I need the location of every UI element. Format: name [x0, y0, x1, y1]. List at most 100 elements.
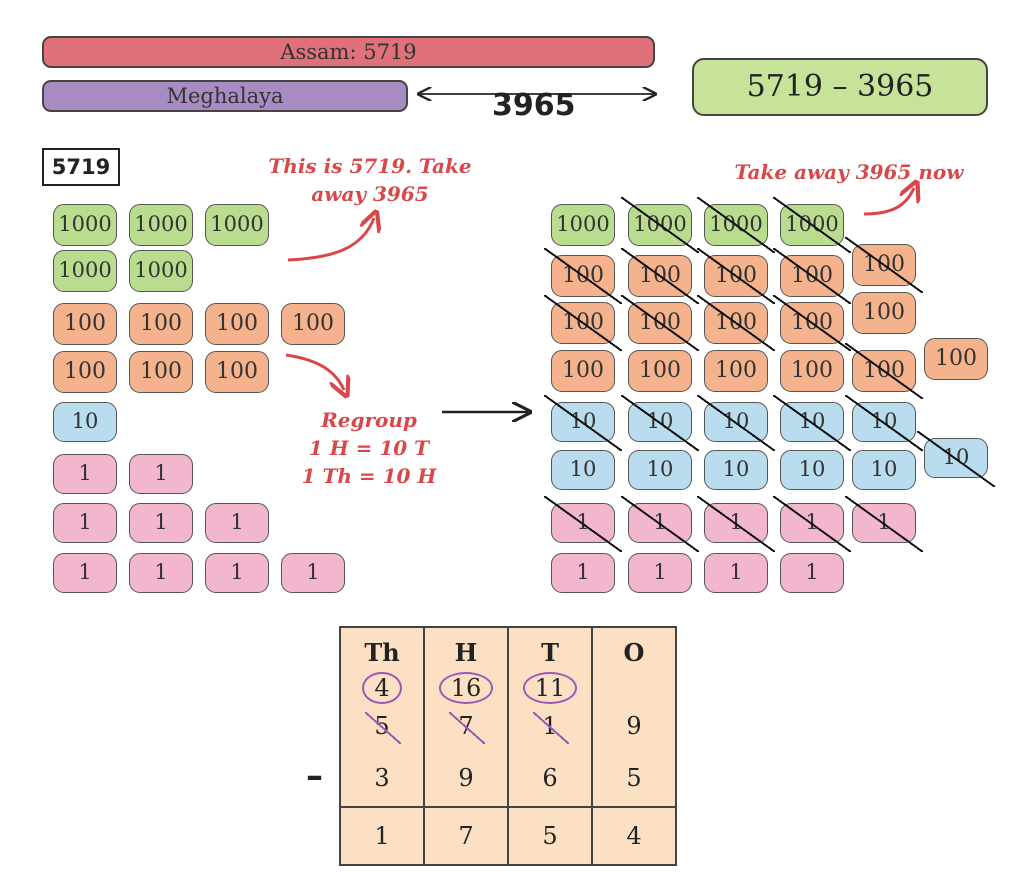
block-hundred-crossed: 100	[773, 295, 851, 351]
block-hundred: 100	[780, 350, 844, 392]
block-ten-crossed: 10	[544, 395, 622, 451]
block-thousand: 1000	[129, 204, 193, 246]
block-one-crossed: 1	[845, 496, 923, 552]
block-thousand-crossed: 1000	[773, 197, 851, 253]
table-result-row: 1 7 5 4	[339, 806, 677, 866]
block-ten-crossed: 10	[697, 395, 775, 451]
note-take-away-line-2: away 3965	[311, 182, 429, 206]
block-thousand: 1000	[129, 250, 193, 292]
minuend-digit-crossed: 5	[341, 712, 423, 744]
block-one: 1	[129, 553, 193, 593]
block-hundred-crossed: 100	[773, 248, 851, 304]
block-hundred-crossed: 100	[845, 343, 923, 399]
block-one: 1	[129, 454, 193, 494]
subtrahend-digit: 6	[542, 764, 558, 792]
circled-digit: 11	[522, 672, 578, 704]
exchanged-digit: 4	[341, 672, 423, 704]
block-hundred: 100	[205, 351, 269, 393]
exchanged-digit: 16	[425, 672, 507, 704]
block-thousand: 1000	[551, 204, 615, 246]
block-hundred: 100	[628, 350, 692, 392]
block-one: 1	[628, 553, 692, 593]
table-body-row: Th 4 5 3 H 16 7 9 T 11 1 6 O 9 5	[339, 626, 677, 808]
result-digit: 4	[591, 806, 677, 866]
block-one-crossed: 1	[697, 496, 775, 552]
block-one-crossed: 1	[621, 496, 699, 552]
block-hundred: 100	[129, 303, 193, 345]
block-ten: 10	[53, 402, 117, 442]
column-header: H	[454, 638, 478, 667]
column-hundreds: H 16 7 9	[423, 626, 509, 808]
block-hundred: 100	[205, 303, 269, 345]
block-hundred-crossed: 100	[697, 295, 775, 351]
block-one: 1	[205, 553, 269, 593]
minuend-digit-crossed: 1	[509, 712, 591, 744]
block-one-crossed: 1	[773, 496, 851, 552]
note-regroup-line-2: 1 H = 10 T	[308, 436, 430, 460]
subtrahend-digit: 9	[458, 764, 474, 792]
block-one: 1	[780, 553, 844, 593]
assam-bar: Assam: 5719	[42, 36, 655, 68]
block-ten: 10	[628, 450, 692, 490]
subtrahend-digit: 5	[626, 764, 642, 792]
block-hundred-crossed: 100	[544, 295, 622, 351]
note-take-away-now: Take away 3965 now	[734, 160, 964, 184]
block-thousand: 1000	[53, 250, 117, 292]
block-one: 1	[205, 503, 269, 543]
minuend-digit-crossed: 7	[425, 712, 507, 744]
subtrahend-digit: 3	[374, 764, 390, 792]
block-thousand: 1000	[53, 204, 117, 246]
note-regroup-line-1: Regroup	[321, 408, 417, 432]
block-hundred: 100	[551, 350, 615, 392]
note-take-away-line-1: This is 5719. Take	[268, 154, 472, 178]
circled-digit: 4	[362, 672, 402, 704]
block-one: 1	[551, 553, 615, 593]
block-one: 1	[53, 503, 117, 543]
minus-sign: –	[306, 756, 323, 796]
column-thousands: Th 4 5 3	[339, 626, 425, 808]
circled-digit: 16	[438, 672, 494, 704]
block-hundred: 100	[852, 292, 916, 334]
block-one: 1	[704, 553, 768, 593]
note-regroup-line-3: 1 Th = 10 H	[301, 464, 437, 488]
block-ten: 10	[780, 450, 844, 490]
block-hundred-crossed: 100	[621, 248, 699, 304]
block-ten-crossed: 10	[917, 431, 995, 487]
meghalaya-bar: Meghalaya	[42, 80, 408, 112]
difference-label: 3965	[492, 88, 576, 123]
result-digit: 1	[339, 806, 425, 866]
exchanged-digit: 11	[509, 672, 591, 704]
block-ten-crossed: 10	[845, 395, 923, 451]
block-hundred: 100	[53, 303, 117, 345]
block-hundred: 100	[704, 350, 768, 392]
place-value-table: Th 4 5 3 H 16 7 9 T 11 1 6 O 9 5 1 7 5 4	[339, 626, 677, 866]
column-header: O	[623, 638, 645, 667]
block-one: 1	[53, 454, 117, 494]
block-thousand-crossed: 1000	[621, 197, 699, 253]
column-ones: O 9 5	[591, 626, 677, 808]
curved-arrow-icon	[285, 353, 344, 390]
block-ten: 10	[704, 450, 768, 490]
note-take-away: This is 5719. Take away 3965	[240, 152, 500, 208]
block-thousand: 1000	[205, 204, 269, 246]
block-ten: 10	[852, 450, 916, 490]
curved-arrow-icon	[287, 218, 374, 262]
curved-arrow-icon	[863, 188, 914, 216]
expression-box: 5719 – 3965	[692, 58, 988, 116]
block-hundred-crossed: 100	[697, 248, 775, 304]
result-digit: 5	[507, 806, 593, 866]
column-tens: T 11 1 6	[507, 626, 593, 808]
block-ten-crossed: 10	[621, 395, 699, 451]
note-regroup: Regroup 1 H = 10 T 1 Th = 10 H	[280, 406, 458, 490]
minuend-digit: 9	[626, 712, 642, 740]
block-ten-crossed: 10	[773, 395, 851, 451]
column-header: Th	[364, 638, 400, 667]
block-hundred-crossed: 100	[621, 295, 699, 351]
block-thousand-crossed: 1000	[697, 197, 775, 253]
start-number-box: 5719	[42, 148, 120, 186]
block-hundred-crossed: 100	[845, 237, 923, 293]
block-ten: 10	[551, 450, 615, 490]
block-one-crossed: 1	[544, 496, 622, 552]
block-hundred: 100	[53, 351, 117, 393]
block-one: 1	[281, 553, 345, 593]
